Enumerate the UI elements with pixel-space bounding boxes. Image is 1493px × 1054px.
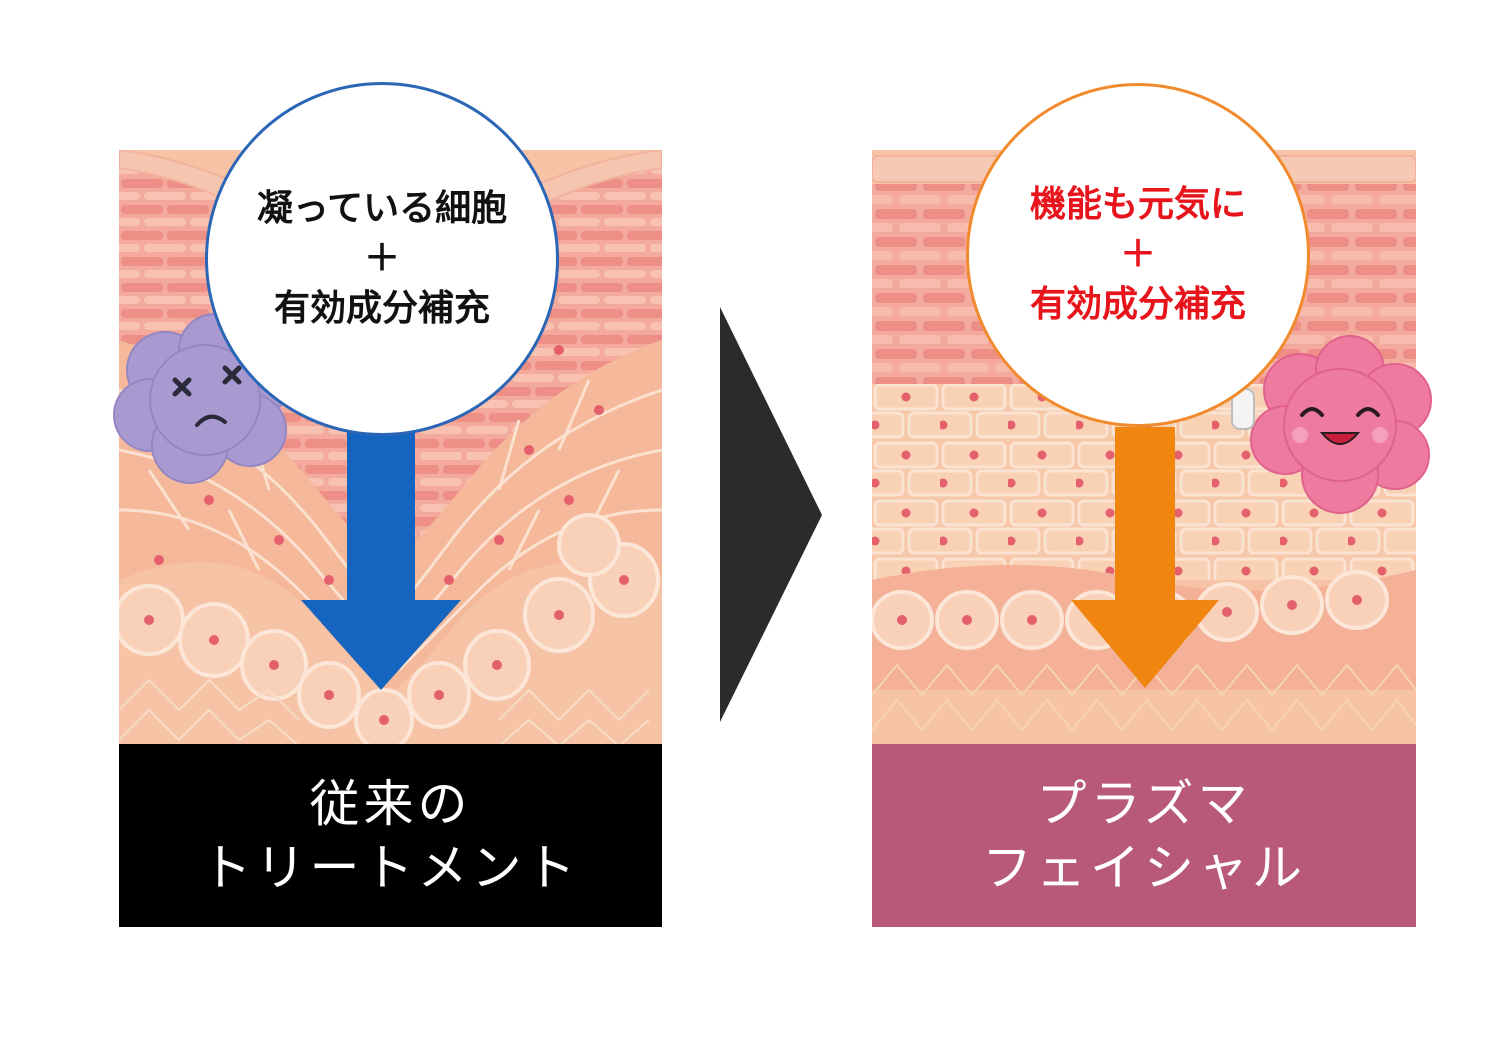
happy-cell-icon: [1250, 335, 1432, 514]
label-line-2: トリートメント: [201, 838, 580, 897]
label-line-1: 従来の: [309, 774, 472, 833]
bubble-plus: ＋: [1119, 234, 1156, 275]
bubble-line-1: 機能も元気に: [1029, 184, 1246, 225]
plasma-facial-label: プラズマ フェイシャル: [872, 744, 1416, 927]
bubble-line-3: 有効成分補充: [273, 288, 490, 329]
label-line-1: プラズマ: [1036, 774, 1252, 833]
traditional-treatment-label: 従来の トリートメント: [119, 744, 662, 927]
bubble-line-3: 有効成分補充: [1029, 284, 1246, 325]
right-chevron-icon: [720, 307, 822, 722]
bubble-plus: ＋: [363, 238, 400, 279]
bubble-line-1: 凝っている細胞: [256, 188, 508, 229]
label-line-2: フェイシャル: [982, 838, 1306, 897]
down-arrow-icon: [301, 432, 461, 690]
down-arrow-icon: [1071, 427, 1219, 688]
speech-bubble-healthy-cells: 機能も元気に ＋ 有効成分補充: [966, 83, 1310, 427]
speech-bubble-stiff-cells: 凝っている細胞 ＋ 有効成分補充: [205, 82, 559, 436]
